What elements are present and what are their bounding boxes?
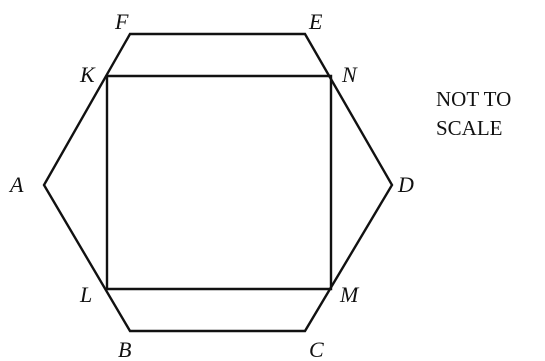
not-to-scale-note-line1: NOT TO [436, 87, 511, 111]
label-vertex-e: E [308, 9, 323, 34]
label-vertex-n: N [341, 62, 358, 87]
hexagon-abcdef [42, 32, 394, 333]
label-vertex-k: K [79, 62, 96, 87]
square-klmn [105, 74, 333, 291]
label-vertex-d: D [397, 172, 414, 197]
not-to-scale-note-line2: SCALE [436, 116, 503, 140]
label-vertex-b: B [118, 337, 131, 361]
label-vertex-a: A [8, 172, 24, 197]
label-vertex-c: C [309, 337, 324, 361]
label-vertex-l: L [79, 282, 92, 307]
label-vertex-m: M [339, 282, 360, 307]
label-vertex-f: F [114, 9, 129, 34]
